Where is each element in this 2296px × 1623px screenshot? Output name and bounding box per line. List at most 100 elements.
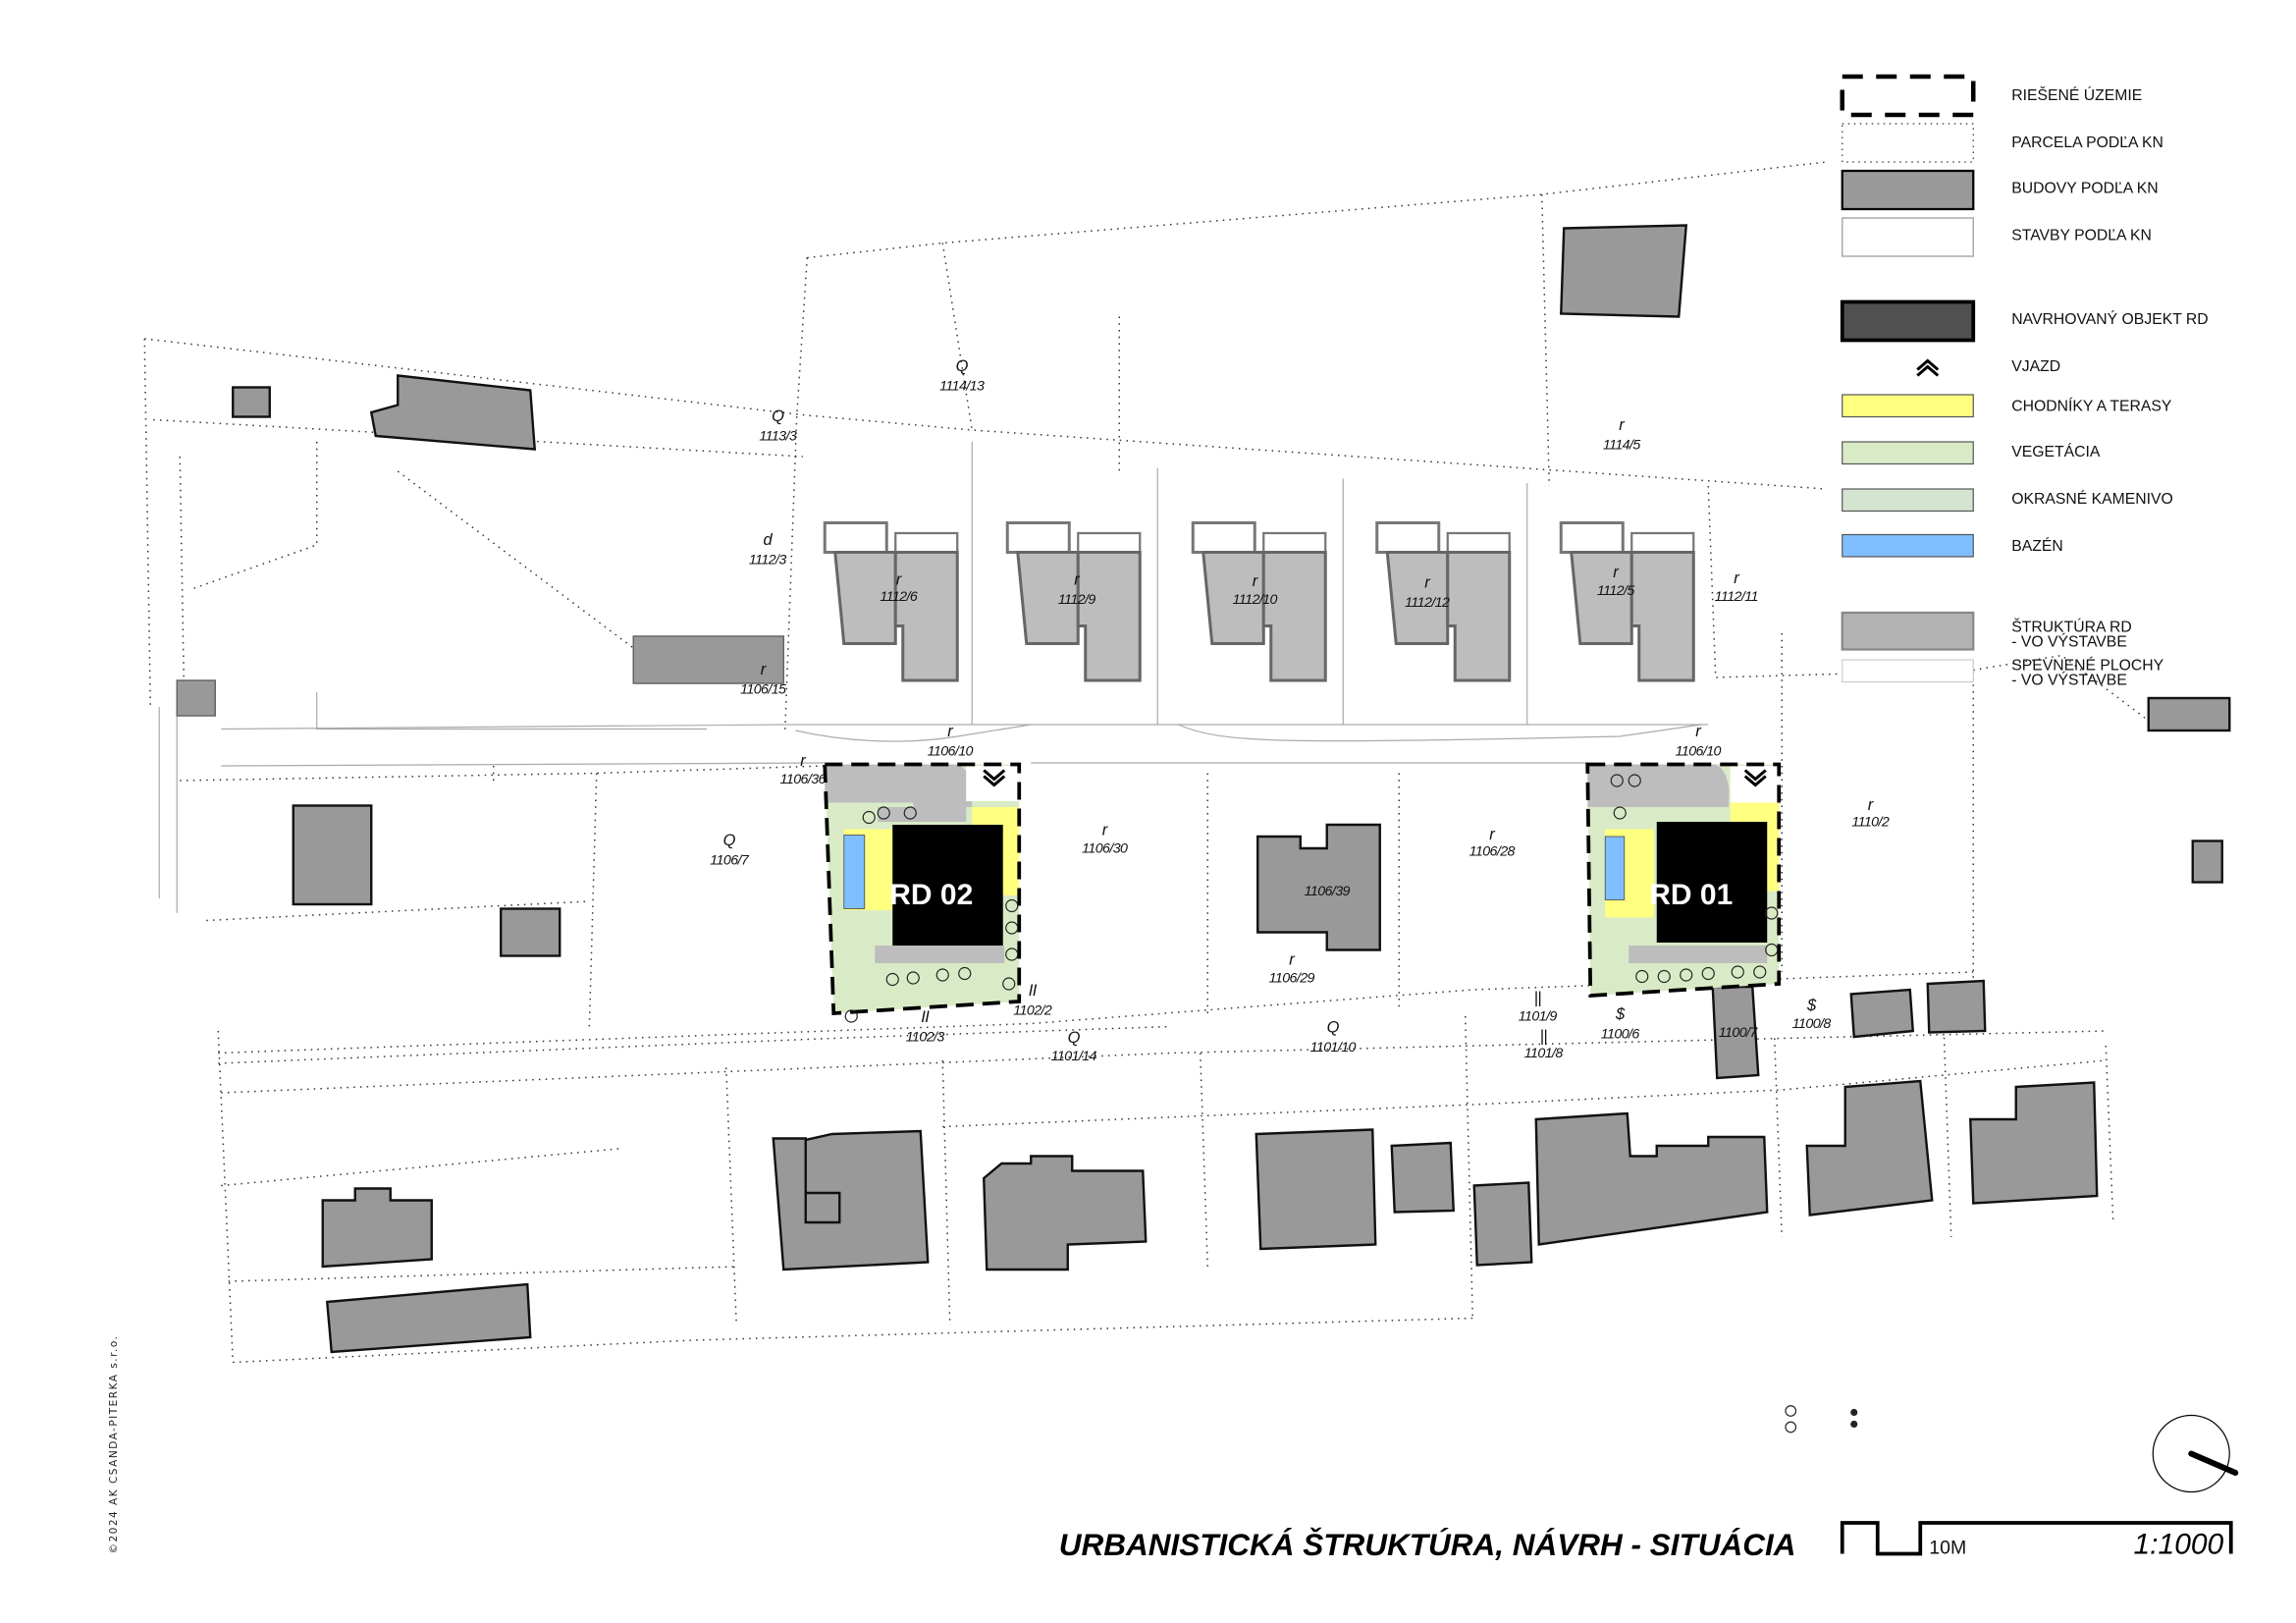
legend-swatch-paved-under-construction xyxy=(1842,659,1974,683)
legend-swatch-site-boundary xyxy=(1840,74,1976,118)
parcel-use: r xyxy=(1619,416,1626,434)
parcel-number: 1112/11 xyxy=(1715,589,1758,605)
parcel-number: 1101/9 xyxy=(1519,1009,1558,1025)
parcel-use: r xyxy=(1289,951,1296,969)
legend-label: VJAZD xyxy=(2011,358,2060,375)
rd02-site: RD 02 xyxy=(823,762,1022,1023)
parcel-use: r xyxy=(1253,572,1259,590)
parcel-use: r xyxy=(1489,826,1496,843)
legend-swatch-structure-under-construction xyxy=(1841,611,1975,651)
legend: RIEŠENÉ ÚZEMIE PARCELA PODĽA KN BUDOVY P… xyxy=(1840,74,2209,689)
scale-bar: 10M 1:1000 xyxy=(1840,1521,2233,1561)
parcel-use: Q xyxy=(1068,1029,1081,1047)
entrance-chevron-icon xyxy=(1743,769,1767,787)
parcel-number: 1102/2 xyxy=(1013,1003,1052,1019)
legend-swatch-gravel xyxy=(1842,488,1974,513)
copyright: ©2024 AK CSANDA-PITERKA s.r.o. xyxy=(108,1335,120,1554)
row-houses-under-construction xyxy=(823,442,1695,725)
row-house xyxy=(1005,521,1142,682)
parcel-number: 1106/10 xyxy=(928,744,974,760)
entrance-chevron-icon xyxy=(983,769,1006,787)
parcel-use: Q xyxy=(1327,1019,1340,1037)
parcel-use: r xyxy=(1868,796,1875,814)
parcel-number: 1100/7 xyxy=(1719,1025,1759,1041)
existing-buildings xyxy=(176,224,2231,1354)
parcel-number: 1106/30 xyxy=(1082,841,1128,857)
parcel-number: 1100/6 xyxy=(1601,1027,1640,1043)
row-house xyxy=(1375,521,1512,682)
entrance-chevron-icon xyxy=(1916,358,1940,377)
row-house xyxy=(1191,521,1327,682)
rd01-site: RD 01 xyxy=(1585,762,1782,998)
parcel-number: 1114/5 xyxy=(1603,438,1641,454)
parcel-use: Q xyxy=(772,407,784,425)
parcel-number: 1106/36 xyxy=(780,772,827,787)
parcel-use: r xyxy=(1613,564,1620,581)
parcel-number: 1112/10 xyxy=(1233,592,1278,608)
rd01-label: RD 01 xyxy=(1649,879,1733,911)
parcel-number: 1112/6 xyxy=(880,589,918,605)
parcel-use: d xyxy=(763,531,773,549)
legend-label: VEGETÁCIA xyxy=(2011,442,2101,460)
parcel-number: 1112/12 xyxy=(1405,595,1450,611)
parcel-use: || xyxy=(1534,990,1542,1007)
legend-label: CHODNÍKY A TERASY xyxy=(2011,397,2172,415)
parcel-number: 1112/5 xyxy=(1597,583,1635,599)
parcel-number: 1102/3 xyxy=(906,1030,945,1046)
parcel-number: 1106/39 xyxy=(1305,884,1351,899)
parcel-number: 1114/13 xyxy=(939,379,985,395)
legend-label: STAVBY PODĽA KN xyxy=(2011,228,2152,244)
parcel-use: Q xyxy=(723,832,736,849)
parcel-use: r xyxy=(1734,569,1740,587)
legend-label: PARCELA PODĽA KN xyxy=(2011,135,2163,151)
tree-icons xyxy=(1610,774,1779,984)
parcel-number: 1106/7 xyxy=(710,853,750,869)
tree-symbols xyxy=(1785,1405,1858,1434)
rd02-house xyxy=(892,825,1003,946)
legend-label: - VO VÝSTAVBE xyxy=(2011,632,2127,651)
parcel-use: r xyxy=(947,723,954,740)
legend-swatch-vegetation xyxy=(1842,441,1974,465)
parcel-use: r xyxy=(896,571,903,589)
parcel-use: r xyxy=(761,661,768,678)
legend-label: SPEVNENÉ PLOCHY xyxy=(2011,656,2163,675)
north-arrow-icon xyxy=(2152,1414,2239,1493)
tree-icons xyxy=(844,806,1019,1023)
legend-label: ŠTRUKTÚRA RD xyxy=(2011,618,2132,636)
parcel-number: 1113/3 xyxy=(759,429,797,445)
parcel-number: 1112/9 xyxy=(1058,592,1096,608)
parcel-number: 1101/14 xyxy=(1051,1049,1097,1064)
parcel-number: 1106/29 xyxy=(1269,971,1315,987)
legend-swatch-proposed-house xyxy=(1840,299,1976,343)
legend-swatch-structures xyxy=(1842,217,1974,257)
parcel-use: Q xyxy=(956,357,969,375)
parcel-use: || xyxy=(1540,1028,1548,1046)
legend-swatch-parcel xyxy=(1842,123,1974,163)
parcel-use: II xyxy=(921,1008,930,1026)
legend-swatch-walkways xyxy=(1842,394,1974,418)
row-house xyxy=(1559,521,1695,682)
drawing-title: URBANISTICKÁ ŠTRUKTÚRA, NÁVRH - SITUÁCIA xyxy=(1059,1527,1796,1562)
parcel-use: r xyxy=(1695,723,1702,740)
parcel-number: 1100/8 xyxy=(1792,1016,1832,1032)
scale-bar-unit: 10M xyxy=(1929,1538,1966,1559)
legend-swatch-buildings xyxy=(1841,169,1975,211)
parcel-number: 1106/28 xyxy=(1469,844,1516,860)
rd01-house xyxy=(1656,822,1768,943)
legend-label: BUDOVY PODĽA KN xyxy=(2011,181,2158,197)
legend-label: BAZÉN xyxy=(2011,536,2063,555)
parcel-use: r xyxy=(800,752,807,770)
parcel-use: r xyxy=(1074,571,1081,589)
legend-swatch-pool xyxy=(1842,533,1974,558)
parcel-number: 1112/3 xyxy=(749,553,787,568)
parcel-use: $ xyxy=(1615,1005,1626,1023)
parcel-use: $ xyxy=(1806,997,1817,1014)
access-road xyxy=(158,692,1709,913)
legend-label: RIEŠENÉ ÚZEMIE xyxy=(2011,85,2142,104)
parcel-number: 1101/10 xyxy=(1310,1040,1357,1055)
parcel-use: II xyxy=(1029,982,1038,1000)
legend-label: - VO VÝSTAVBE xyxy=(2011,671,2127,689)
parcel-number: 1106/15 xyxy=(740,682,786,698)
